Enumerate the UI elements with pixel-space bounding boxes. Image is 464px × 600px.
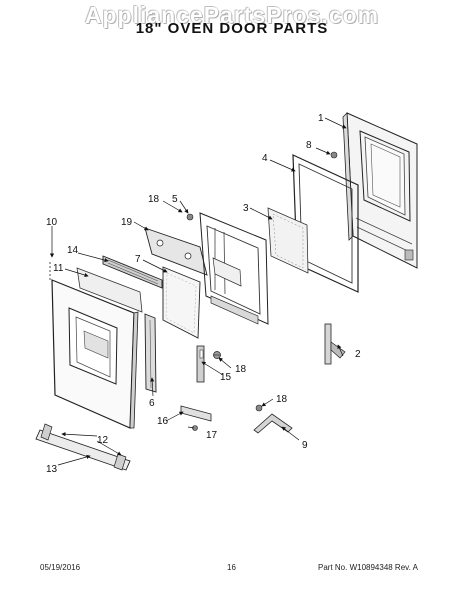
part-6-trim-strip bbox=[144, 313, 157, 393]
leader-lines bbox=[49, 117, 347, 466]
callout-7: 7 bbox=[135, 254, 141, 265]
callout-1: 1 bbox=[318, 113, 324, 124]
callout-13: 13 bbox=[46, 464, 58, 475]
callout-11: 11 bbox=[53, 263, 64, 274]
part-3-insulation-pad bbox=[267, 207, 309, 274]
callout-12: 12 bbox=[97, 435, 109, 446]
part-15-hinge-bracket bbox=[196, 345, 205, 383]
footer-part-number: Part No. W10894348 Rev. A bbox=[318, 563, 418, 572]
callout-9: 9 bbox=[302, 440, 308, 451]
footer-date: 05/19/2016 bbox=[40, 563, 81, 572]
callout-15: 15 bbox=[220, 372, 232, 383]
callout-6: 6 bbox=[149, 398, 155, 409]
part-5-screw bbox=[186, 213, 194, 221]
callout-18-c: 18 bbox=[276, 394, 288, 405]
footer-page-number: 16 bbox=[227, 563, 236, 572]
part-18-screw-c bbox=[255, 404, 263, 412]
callouts: 1 2 3 4 5 6 7 8 9 10 11 12 13 14 15 16 1… bbox=[46, 113, 361, 475]
inner-door-frame bbox=[199, 212, 269, 325]
callout-8: 8 bbox=[306, 140, 312, 151]
callout-4: 4 bbox=[262, 153, 268, 164]
callout-17: 17 bbox=[206, 430, 218, 441]
part-19-bracket-plate bbox=[144, 227, 208, 276]
part-11-outer-glass bbox=[76, 267, 143, 313]
part-10-outer-door bbox=[49, 262, 139, 429]
page-title: 18" OVEN DOOR PARTS bbox=[135, 20, 329, 37]
part-18-screw-a bbox=[213, 351, 221, 359]
part-1-inner-door-panel bbox=[342, 112, 418, 269]
callout-18-b: 18 bbox=[235, 364, 247, 375]
callout-5: 5 bbox=[172, 194, 178, 205]
callout-3: 3 bbox=[243, 203, 249, 214]
part-2-door-hinge bbox=[324, 323, 346, 365]
callout-18-a: 18 bbox=[148, 194, 160, 205]
callout-16: 16 bbox=[157, 416, 169, 427]
part-14-vent-strip bbox=[102, 255, 163, 289]
callout-10: 10 bbox=[46, 217, 58, 228]
part-16-mount-plate bbox=[180, 405, 212, 422]
callout-2: 2 bbox=[355, 349, 361, 360]
callout-19: 19 bbox=[121, 217, 133, 228]
callout-14: 14 bbox=[67, 245, 79, 256]
watermark: AppliancePartsPros.com bbox=[84, 2, 380, 28]
part-13-door-handle bbox=[35, 423, 131, 471]
part-7-glass-pane bbox=[162, 266, 201, 339]
part-8-screw bbox=[330, 151, 338, 159]
